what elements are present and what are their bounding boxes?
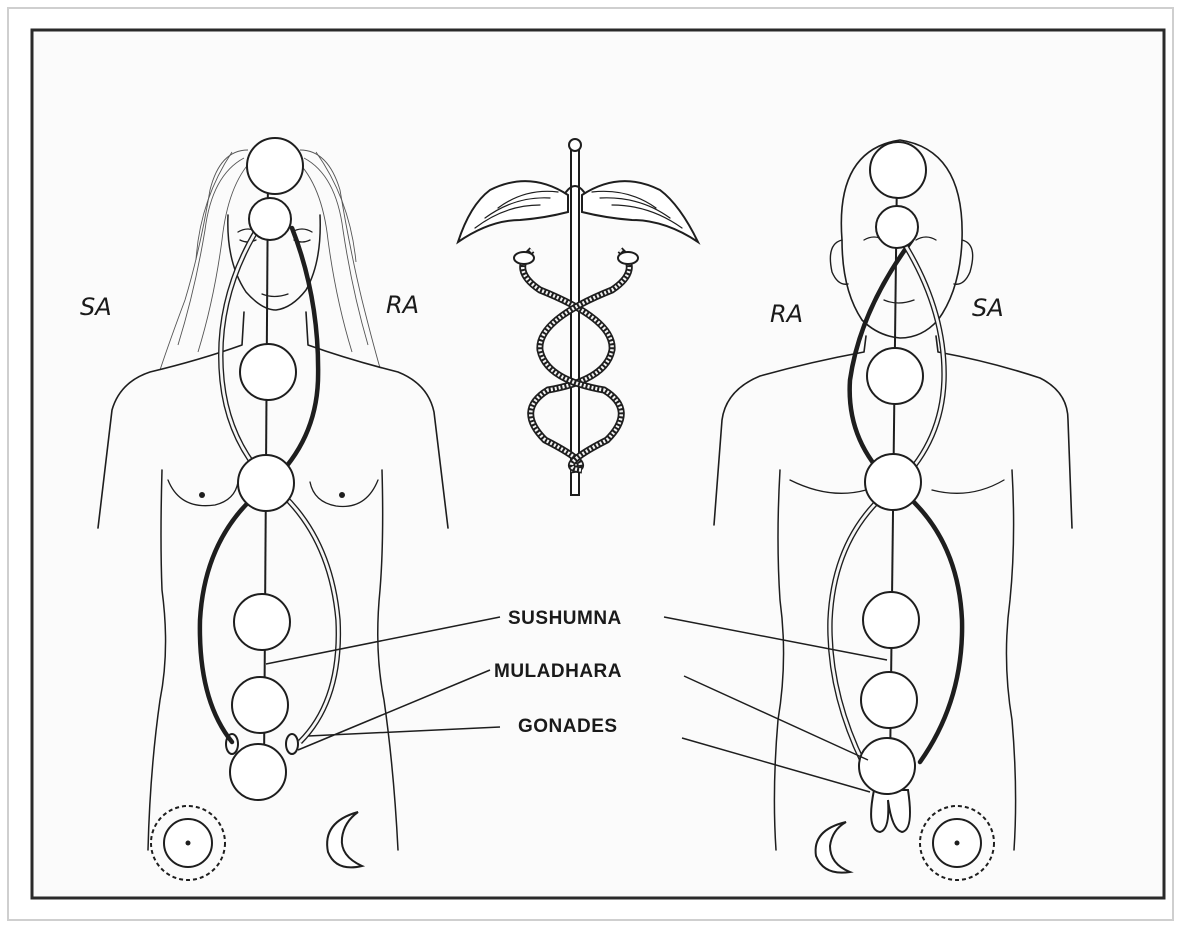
female-chakra-root [230, 744, 286, 800]
female-chakra-sacral [232, 677, 288, 733]
male-chakra-crown [870, 142, 926, 198]
male-chakra-brow [876, 206, 918, 248]
male-right-label: SA [972, 294, 1004, 322]
label-sushumna: SUSHUMNA [508, 608, 622, 629]
male-left-label: RA [770, 300, 803, 328]
caduceus-staff [571, 150, 579, 495]
male-chakra-throat [867, 348, 923, 404]
female-chakra-throat [240, 344, 296, 400]
female-left-label: SA [80, 293, 112, 321]
female-chakra-heart [238, 455, 294, 511]
label-muladhara: MULADHARA [494, 661, 622, 682]
inner-frame [32, 30, 1164, 898]
male-chakra-solar [863, 592, 919, 648]
male-chakra-sacral [861, 672, 917, 728]
female-chakra-solar [234, 594, 290, 650]
male-chakra-heart [865, 454, 921, 510]
male-chakra-root [859, 738, 915, 794]
female-chakra-brow [249, 198, 291, 240]
label-gonades: GONADES [518, 716, 618, 737]
female-chakra-crown [247, 138, 303, 194]
female-right-label: RA [386, 291, 419, 319]
